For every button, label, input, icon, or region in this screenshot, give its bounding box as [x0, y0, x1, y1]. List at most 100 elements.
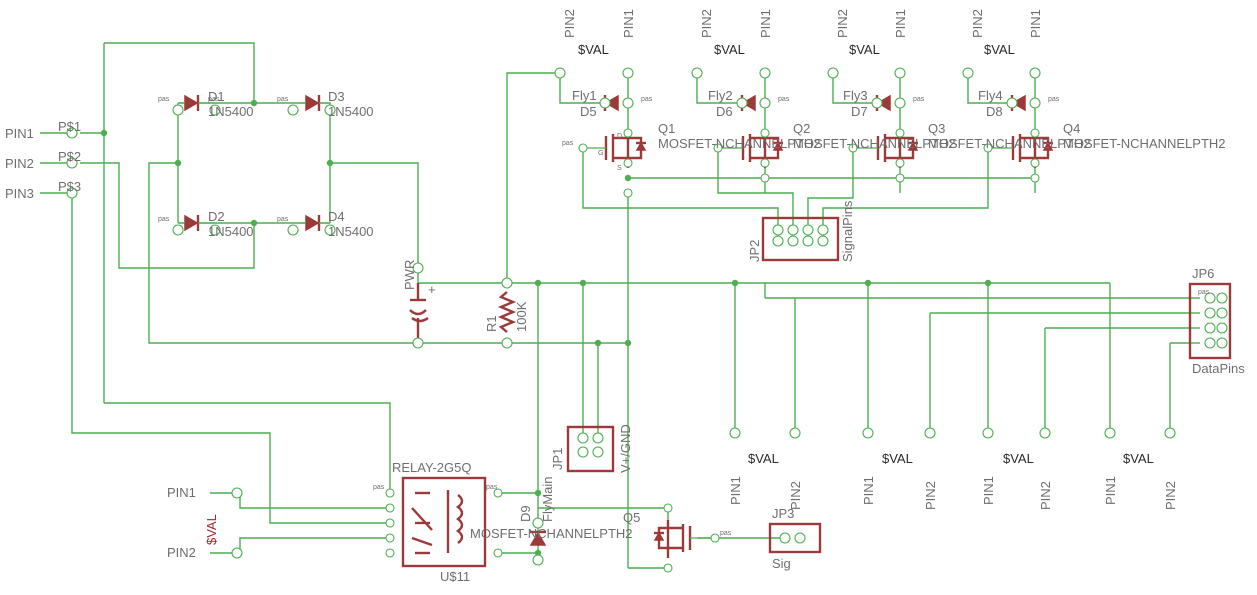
- datapins-label: DataPins: [1192, 361, 1245, 376]
- top-val-3: $VAL: [849, 42, 880, 57]
- bottom-val-3: $VAL: [1003, 451, 1034, 466]
- d2-label: D2: [208, 209, 225, 224]
- bl-pin1-label: PIN1: [167, 485, 196, 500]
- top-pin1-1: PIN1: [621, 9, 636, 38]
- pas-label: pas: [720, 530, 732, 537]
- pas-label: pas: [486, 484, 498, 491]
- signalpins-label: SignalPins: [840, 200, 855, 262]
- diode-d1[interactable]: [172, 94, 221, 116]
- diode-d9[interactable]: [529, 517, 547, 566]
- bottom-val-4: $VAL: [1123, 451, 1154, 466]
- top-pin2-2: PIN2: [699, 9, 714, 38]
- input-pin3-label: PIN3: [5, 186, 34, 201]
- diode-d2[interactable]: [172, 214, 221, 236]
- pas-label: pas: [277, 216, 289, 223]
- top-pin1-3: PIN1: [893, 9, 908, 38]
- mosfet-q4[interactable]: [983, 128, 1054, 183]
- mosfet-q5[interactable]: [653, 503, 720, 573]
- header-jp2[interactable]: [761, 216, 840, 262]
- pas-label: pas: [1198, 289, 1210, 296]
- relay-label: RELAY-2G5Q: [392, 460, 472, 475]
- q2-label: Q2: [793, 121, 810, 136]
- bottom-pin2-2: PIN2: [923, 481, 938, 510]
- input-pin1-label: PIN1: [5, 126, 34, 141]
- d3-value: 1N5400: [328, 104, 374, 119]
- bl-val-label: $VAL: [204, 514, 219, 545]
- pas-label: pas: [1048, 96, 1060, 103]
- q1-value: MOSFET-NCHANNELPTH2: [658, 136, 821, 151]
- d4-value: 1N5400: [328, 224, 374, 239]
- diode-d6[interactable]: [736, 94, 771, 112]
- resistor-r1[interactable]: [497, 277, 517, 349]
- pas-label: pas: [373, 484, 385, 491]
- jp1-label: JP1: [550, 448, 565, 470]
- bottom-pin1-2: PIN1: [861, 476, 876, 505]
- d9-label: D9: [518, 505, 533, 522]
- pas-label: pas: [641, 96, 653, 103]
- diode-d8[interactable]: [1006, 94, 1041, 112]
- pwr-label: PWR: [402, 260, 417, 290]
- top-pin2-4: PIN2: [970, 9, 985, 38]
- d1-label: D1: [208, 89, 225, 104]
- top-val-2: $VAL: [714, 42, 745, 57]
- sig-label: Sig: [772, 556, 791, 571]
- top-pin2-1: PIN2: [562, 9, 577, 38]
- wires: [40, 42, 1200, 569]
- relay-u11[interactable]: [385, 476, 503, 568]
- diode-d4[interactable]: [287, 214, 336, 236]
- pas-label: pas: [277, 96, 289, 103]
- q3-value: MOSFET-NCHANNELPTH2: [928, 136, 1091, 151]
- d8-label: D8: [986, 104, 1003, 119]
- ps2-label: P$2: [58, 149, 81, 164]
- jp2-label: JP2: [747, 240, 762, 262]
- top-val-1: $VAL: [578, 42, 609, 57]
- q4-label: Q4: [1063, 121, 1080, 136]
- input-pin2-label: PIN2: [5, 156, 34, 171]
- pas-label: pas: [158, 216, 170, 223]
- bl-pin2-label: PIN2: [167, 545, 196, 560]
- q2-value: MOSFET-NCHANNELPTH2: [793, 136, 956, 151]
- bottom-pin2-4: PIN2: [1163, 481, 1178, 510]
- header-jp6[interactable]: [1188, 282, 1232, 360]
- diode-d7[interactable]: [871, 94, 906, 112]
- ps3-label: P$3: [58, 179, 81, 194]
- d4-label: D4: [328, 209, 345, 224]
- vgnd-label: V+/GND: [618, 424, 633, 473]
- mosfet-q3[interactable]: [848, 128, 919, 183]
- d1-value: 1N5400: [208, 104, 254, 119]
- bottom-pin2-1: PIN2: [788, 481, 803, 510]
- fly2-label: Fly2: [708, 88, 733, 103]
- d6-label: D6: [716, 104, 733, 119]
- d7-label: D7: [851, 104, 868, 119]
- diode-d3[interactable]: [287, 94, 336, 116]
- pin-pads: [66, 67, 1176, 559]
- mosfet-q2[interactable]: [713, 128, 784, 183]
- bottom-val-2: $VAL: [882, 451, 913, 466]
- q5-value: MOSFET-NCHANNELPTH2: [470, 526, 633, 541]
- mosfet-d-label: D: [617, 133, 622, 140]
- bottom-pin2-3: PIN2: [1038, 481, 1053, 510]
- pas-label: pas: [158, 96, 170, 103]
- bottom-pin1-4: PIN1: [1103, 476, 1118, 505]
- d5-label: D5: [580, 104, 597, 119]
- power-connector-pwr[interactable]: [409, 262, 429, 349]
- r1-label: R1: [484, 315, 499, 332]
- pas-label: pas: [913, 96, 925, 103]
- bottom-pin1-3: PIN1: [981, 476, 996, 505]
- header-jp1[interactable]: [566, 425, 615, 473]
- d3-label: D3: [328, 89, 345, 104]
- top-pin2-3: PIN2: [835, 9, 850, 38]
- pwr-plus: +: [428, 282, 436, 297]
- pas-label: pas: [562, 140, 574, 147]
- q1-label: Q1: [658, 121, 675, 136]
- jp6-label: JP6: [1192, 266, 1214, 281]
- diode-d5[interactable]: [599, 94, 634, 112]
- top-pin1-4: PIN1: [1028, 9, 1043, 38]
- mosfet-q1[interactable]: [578, 128, 647, 198]
- bottom-pin1-1: PIN1: [728, 476, 743, 505]
- header-jp3[interactable]: [768, 522, 822, 554]
- d2-value: 1N5400: [208, 224, 254, 239]
- top-pin1-2: PIN1: [758, 9, 773, 38]
- fly3-label: Fly3: [843, 88, 868, 103]
